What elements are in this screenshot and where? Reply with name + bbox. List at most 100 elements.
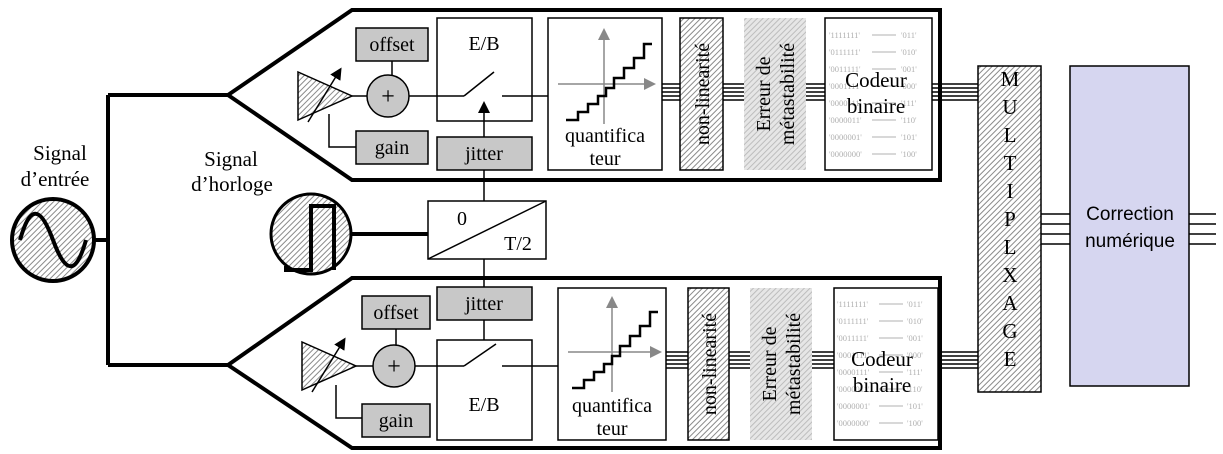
nonlinearity-label: non-linearité	[699, 313, 721, 415]
gain-label: gain	[379, 410, 413, 432]
encoder-output: '100'	[901, 149, 917, 159]
encoder-code: '1111111'	[829, 30, 860, 40]
encoder-output: '100'	[907, 418, 923, 428]
offset-label: offset	[369, 34, 415, 56]
mux-letter: E	[1004, 347, 1017, 371]
mux-letter: P	[1004, 207, 1016, 231]
staircase-icon	[566, 42, 652, 122]
encoder-output: '111'	[901, 98, 917, 108]
mux-letter: M	[1001, 67, 1020, 91]
correction-output-bus	[1189, 213, 1216, 245]
phase-half-label: T/2	[504, 233, 532, 255]
encoder-code: '0001111'	[829, 81, 861, 91]
plus-sign: +	[387, 354, 401, 380]
gain-block	[361, 403, 431, 438]
bus-lines	[666, 351, 834, 369]
mux-letter: G	[1002, 319, 1017, 343]
bus-lines	[662, 83, 825, 101]
encoder-code: '0000111'	[837, 367, 870, 377]
mux-letter: L	[1004, 123, 1017, 147]
mux-letter: I	[1007, 179, 1014, 203]
encoder-code: '1111111'	[837, 299, 868, 309]
encoder-label-line2: binaire	[853, 373, 911, 397]
sample-hold-label: E/B	[468, 394, 499, 416]
encoder-output: '101'	[907, 401, 923, 411]
encoder-code: '0111111'	[829, 47, 861, 57]
encoder-output: '011'	[907, 299, 923, 309]
nonlinearity-block	[679, 17, 724, 171]
channel-bottom-outline	[224, 276, 942, 450]
offset-label: offset	[373, 302, 419, 324]
encoder-code: '0001111'	[837, 350, 869, 360]
encoder-block	[824, 17, 933, 171]
phase-zero-label: 0	[457, 208, 467, 230]
encoder-output: '010'	[901, 47, 917, 57]
encoder-label-line2: binaire	[847, 94, 905, 118]
nonlinearity-block	[687, 287, 730, 441]
encoder-output: '011'	[901, 30, 917, 40]
mux-letter: A	[1002, 291, 1018, 315]
encoder-output: '010'	[907, 316, 923, 326]
sample-hold-label: E/B	[468, 33, 499, 55]
jitter-block	[436, 136, 533, 171]
encoder-output: '110'	[907, 384, 923, 394]
channel-top: offset + gain E/B jitter quantifica teur	[224, 8, 978, 182]
staircase-icon	[572, 310, 658, 390]
metastability-label-line1: Erreur de	[753, 56, 775, 131]
jitter-label: jitter	[464, 293, 503, 315]
encoder-output: '101'	[901, 132, 917, 142]
encoder-output: '110'	[901, 115, 917, 125]
encoder-code: '0000011'	[829, 115, 862, 125]
input-signal-label-line1: Signal	[33, 141, 87, 165]
channel-top-outline	[224, 8, 942, 182]
amplifier-icon	[297, 70, 354, 122]
encoder-output: '001'	[907, 333, 923, 343]
encoder-output: '000'	[901, 81, 917, 91]
correction-label-line1: Correction	[1086, 204, 1174, 225]
metastability-block	[750, 288, 812, 440]
encoder-code: '0011111'	[829, 64, 861, 74]
square-wave-icon	[284, 204, 336, 272]
phase-splitter: 0 T/2	[427, 170, 547, 287]
gain-label: gain	[375, 137, 409, 159]
sample-hold-block	[436, 339, 533, 441]
clock-signal-label-line1: Signal	[204, 147, 258, 171]
metastability-label-line2: métastabilité	[777, 43, 799, 145]
encoder-label-line1: Codeur	[845, 68, 907, 92]
quantizer-label-line1: quantifica	[572, 395, 652, 417]
encoder-code: '0000001'	[829, 132, 862, 142]
encoder-output: '001'	[901, 64, 917, 74]
input-wiring	[94, 93, 228, 367]
mux-letter: X	[1002, 263, 1017, 287]
mux-letter: L	[1004, 235, 1017, 259]
encoder-block	[833, 287, 939, 441]
nonlinearity-label: non-linearité	[692, 43, 714, 145]
metastability-label-line1: Erreur de	[759, 326, 781, 401]
offset-block	[361, 295, 431, 330]
mux-letter: T	[1004, 151, 1017, 175]
metastability-block	[744, 18, 806, 170]
encoder-code: '0000011'	[837, 384, 870, 394]
correction-label-line2: numérique	[1085, 231, 1175, 252]
amplifier-icon	[301, 340, 358, 392]
switch-icon	[463, 71, 495, 97]
encoder-output: '111'	[907, 367, 923, 377]
sine-wave-icon	[18, 211, 88, 269]
multiplexer-block: M U L T I P L X A G E	[977, 65, 1042, 393]
quantizer-label-line2: teur	[589, 148, 620, 170]
offset-block	[355, 27, 429, 62]
switch-icon	[463, 343, 497, 367]
encoder-code: '0000001'	[837, 401, 870, 411]
encoder-code-table: '1111111''011' '0111111''010' '0011111''…	[837, 299, 923, 428]
digital-correction-block: Correction numérique	[1069, 65, 1190, 387]
clock-signal: Signal d’horloge	[191, 147, 428, 276]
encoder-code: '0000000'	[829, 149, 862, 159]
encoder-label-line1: Codeur	[851, 347, 913, 371]
encoder-output: '000'	[907, 350, 923, 360]
input-signal-label-line2: d’entrée	[21, 167, 90, 191]
channel-bottom: jitter offset + gain E/B quantifica teur	[224, 276, 978, 450]
encoder-code-table: '1111111' '011' '0111111' '010' '0011111' '…	[829, 30, 917, 159]
encoder-code: '0011111'	[837, 333, 869, 343]
plus-sign: +	[381, 84, 395, 110]
quantizer-label-line1: quantifica	[565, 125, 645, 147]
